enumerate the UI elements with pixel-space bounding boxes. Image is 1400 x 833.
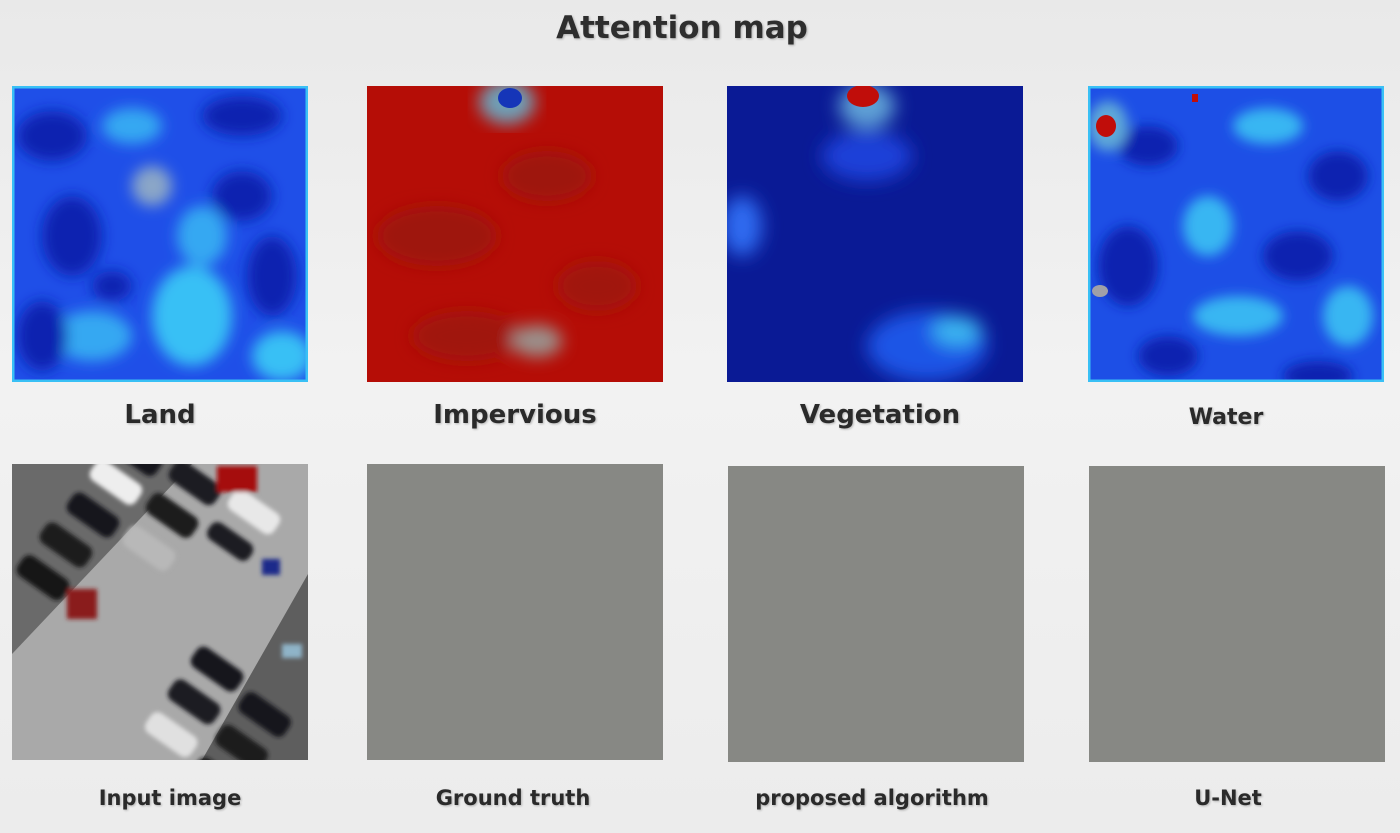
result-label-unet: U-Net [1194, 786, 1262, 810]
attention-map-water [1088, 86, 1384, 382]
attention-map-label-land: Land [124, 400, 196, 430]
attention-map-impervious [367, 86, 663, 382]
result-label-input-image: Input image [98, 786, 242, 810]
result-label-ground-truth: Ground truth [435, 786, 591, 810]
figure-title: Attention map [556, 10, 808, 46]
proposed-algorithm-mask [728, 466, 1024, 762]
attention-map-label-water: Water [1188, 405, 1264, 430]
attention-map-land [12, 86, 308, 382]
ground-truth-mask [367, 464, 663, 760]
result-label-proposed-algorithm: proposed algorithm [755, 786, 989, 810]
unet-mask [1089, 466, 1385, 762]
input-image [12, 464, 308, 760]
attention-map-label-impervious: Impervious [433, 400, 597, 430]
attention-map-vegetation [727, 86, 1023, 382]
attention-map-label-vegetation: Vegetation [799, 400, 961, 430]
